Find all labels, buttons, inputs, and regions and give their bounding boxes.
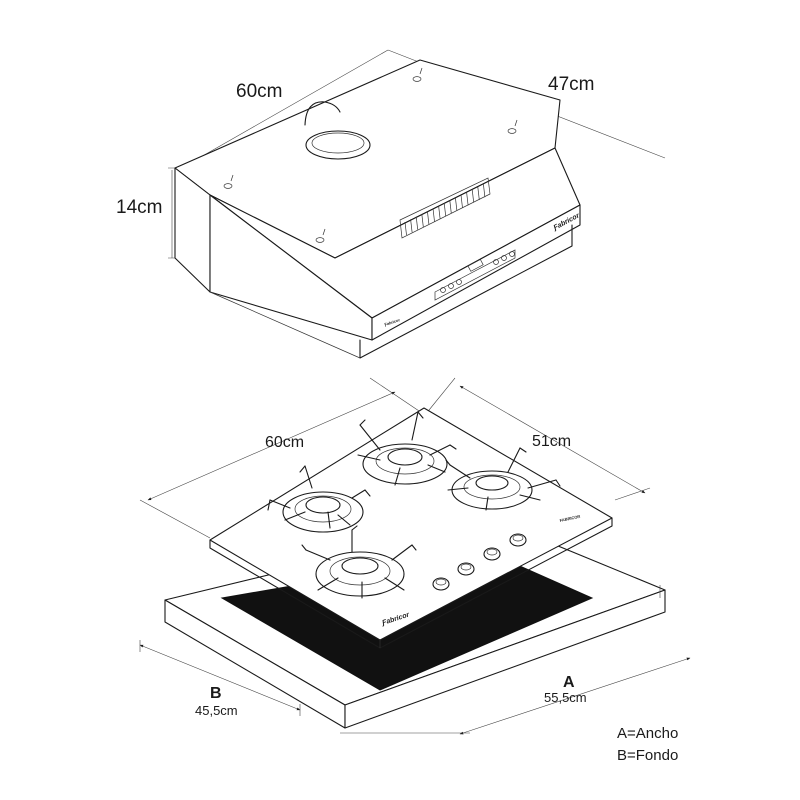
hood-height-label: 14cm bbox=[116, 197, 162, 218]
gas-cooktop: Ƒabricor FABRICOR 60cm 51cm bbox=[139, 377, 651, 649]
grille-slot bbox=[415, 216, 419, 230]
burner-rear-center bbox=[357, 411, 457, 486]
grille-slot bbox=[443, 203, 447, 217]
legend-a: A=Ancho bbox=[617, 725, 678, 742]
hood-depth-label: 47cm bbox=[548, 74, 594, 95]
hob-dimension-lines bbox=[139, 377, 651, 539]
control-button bbox=[456, 279, 462, 285]
hood-bottom-lip bbox=[359, 224, 573, 359]
control-button bbox=[493, 259, 499, 265]
grille-slot bbox=[432, 208, 435, 222]
grille-slot bbox=[460, 194, 463, 209]
control-button bbox=[501, 255, 507, 261]
control-button bbox=[448, 283, 454, 289]
hood-control-panel bbox=[434, 249, 516, 301]
burner-rear-right bbox=[445, 447, 561, 511]
hob-depth-label: 51cm bbox=[532, 433, 571, 450]
mounting-holes bbox=[223, 67, 518, 243]
svg-text:Ƒabricor: Ƒabricor bbox=[383, 317, 401, 327]
burner-knob bbox=[457, 562, 475, 576]
duct-collar bbox=[304, 101, 371, 160]
grille-slot bbox=[449, 200, 452, 214]
legend-b: B=Fondo bbox=[617, 747, 678, 764]
grille-slot bbox=[404, 221, 407, 236]
cutout-a-value: 55,5cm bbox=[544, 690, 587, 705]
control-knobs bbox=[432, 533, 527, 591]
burner-front-center bbox=[301, 525, 417, 599]
grille-slot bbox=[438, 205, 441, 219]
range-hood: Ƒabricor Ƒabricor 60cm 47cm 14cm bbox=[116, 49, 666, 359]
control-button bbox=[509, 251, 515, 257]
grille-slot bbox=[427, 211, 430, 225]
control-button bbox=[440, 287, 446, 293]
grille-slot bbox=[455, 197, 458, 211]
grille-slot bbox=[471, 189, 475, 203]
legend: A=Ancho B=Fondo bbox=[617, 725, 678, 764]
grille-slot bbox=[421, 213, 424, 227]
burner-knob bbox=[483, 547, 501, 561]
hood-lower-front-panel bbox=[371, 204, 581, 341]
cutout-a-letter: A bbox=[563, 674, 575, 691]
cutout-dimension-lines bbox=[139, 585, 691, 735]
hob-width-label: 60cm bbox=[265, 434, 304, 451]
vent-grille bbox=[399, 177, 491, 239]
display-window bbox=[467, 258, 484, 272]
svg-text:FABRICOR: FABRICOR bbox=[559, 514, 581, 523]
cutout-b-letter: B bbox=[210, 685, 222, 702]
grille-slot bbox=[466, 192, 469, 206]
grille-slot bbox=[477, 186, 480, 200]
hood-width-label: 60cm bbox=[236, 81, 282, 102]
burner-knob bbox=[509, 533, 527, 547]
cutout-b-value: 45,5cm bbox=[195, 703, 238, 718]
grille-slot bbox=[483, 184, 486, 198]
grille-slot bbox=[410, 219, 413, 233]
burner-knob bbox=[432, 577, 450, 591]
burner-rear-left bbox=[267, 465, 371, 533]
